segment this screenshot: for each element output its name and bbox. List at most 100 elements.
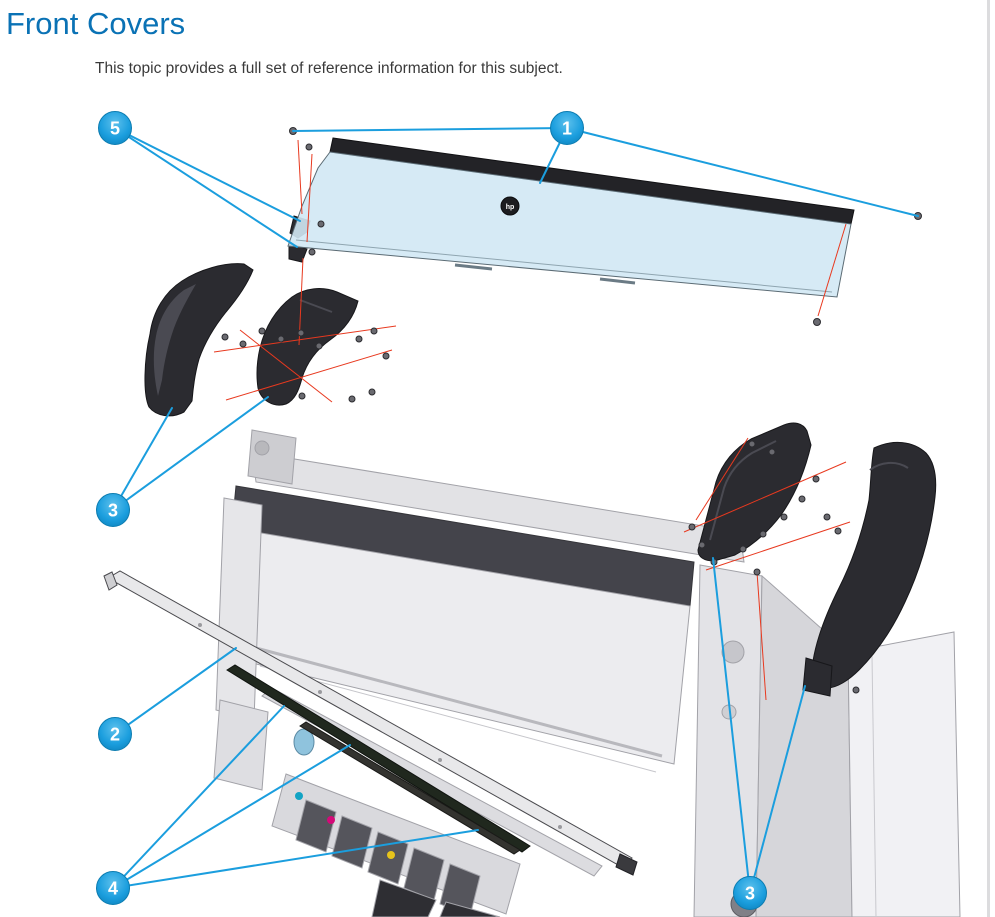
window-notch xyxy=(454,263,493,271)
leader-line xyxy=(112,744,351,889)
callout-2: 2 xyxy=(98,717,132,751)
leader-line xyxy=(114,127,301,222)
callout-circle xyxy=(733,876,767,910)
screw xyxy=(368,388,376,396)
page-title: Front Covers xyxy=(6,6,186,41)
window-glass xyxy=(287,151,852,298)
screw xyxy=(852,686,860,694)
left-cover-inner-edge xyxy=(299,299,333,313)
alignment-line xyxy=(683,461,847,533)
vertical-scrollbar[interactable] xyxy=(987,0,990,917)
callout-3-right: 3 xyxy=(733,876,767,910)
right-cover-plate-facet xyxy=(709,440,777,541)
screw xyxy=(753,568,761,576)
callout-number: 3 xyxy=(745,884,755,904)
hp-logo xyxy=(500,196,520,216)
ink-cartridge xyxy=(295,799,337,853)
screw xyxy=(239,340,247,348)
callout-4: 4 xyxy=(96,871,130,905)
screw xyxy=(688,523,696,531)
leader-line xyxy=(566,127,919,217)
right-cover-tall-highlight xyxy=(869,462,909,471)
trim-strips xyxy=(103,570,638,876)
screw xyxy=(370,327,378,335)
callout-3-left: 3 xyxy=(96,493,130,527)
callout-5: 5 xyxy=(98,111,132,145)
alignment-line xyxy=(705,521,851,571)
left-cover-inner xyxy=(256,288,359,406)
right-cover-foot xyxy=(802,657,833,697)
screw xyxy=(297,329,305,337)
leader-line xyxy=(114,127,298,248)
callout-number: 1 xyxy=(562,119,572,139)
screw xyxy=(382,352,390,360)
printer-bottom-box-2 xyxy=(439,901,501,917)
alignment-line xyxy=(297,139,303,215)
screw xyxy=(221,333,229,341)
ink-dot-magenta xyxy=(327,816,335,824)
screw xyxy=(813,318,821,326)
screw xyxy=(355,335,363,343)
hp-logo-text: hp xyxy=(506,204,515,211)
strip-hole xyxy=(438,758,442,762)
strip-hole xyxy=(558,825,562,829)
window-bottom-edge xyxy=(295,239,833,293)
screw xyxy=(739,545,747,553)
screw xyxy=(798,495,806,503)
leader-line xyxy=(112,829,479,889)
screw xyxy=(305,143,313,151)
callout-circle xyxy=(550,111,584,145)
printer-motor-box xyxy=(247,429,297,485)
screw xyxy=(308,248,316,256)
leader-line xyxy=(292,127,568,132)
printer-right-door xyxy=(847,631,961,917)
front-trim-strip xyxy=(106,570,633,867)
callout-number: 4 xyxy=(108,879,118,899)
printer-front-rail xyxy=(255,646,663,758)
lower-dark-strip xyxy=(226,664,531,853)
ink-dot-cyan xyxy=(295,792,303,800)
left-cover-elbow-highlight xyxy=(153,284,196,396)
printer-roll-hub xyxy=(293,728,315,756)
window-top-cover: hp xyxy=(287,137,855,298)
printer-center-column xyxy=(693,564,763,917)
callout-number: 2 xyxy=(110,725,120,745)
screw xyxy=(348,395,356,403)
alignment-line xyxy=(306,153,313,243)
screw xyxy=(768,448,776,456)
page-subtitle: This topic provides a full set of refere… xyxy=(95,60,563,77)
ink-dot-yellow xyxy=(387,851,395,859)
leader-line xyxy=(112,705,285,889)
leader-line xyxy=(114,647,237,735)
printer-hub xyxy=(721,640,745,664)
printer-bottom-box xyxy=(371,879,437,917)
leader-line xyxy=(712,557,751,894)
leader-line xyxy=(749,685,806,894)
lower-dark-rod xyxy=(299,721,521,855)
alignment-lines xyxy=(213,139,851,701)
front-trim-strip-endcap-right xyxy=(615,853,638,876)
alignment-line xyxy=(213,325,397,353)
window-notch-2 xyxy=(599,277,636,285)
screw xyxy=(834,527,842,535)
printer-front-rail-2 xyxy=(259,665,657,773)
screw xyxy=(298,392,306,400)
callout-circle xyxy=(98,111,132,145)
alignment-line xyxy=(225,349,393,401)
ink-cartridge xyxy=(331,815,373,869)
front-trim-strip-endcap-left xyxy=(103,571,118,591)
printer-motor-pulley xyxy=(254,440,270,456)
callout-number: 3 xyxy=(108,501,118,521)
screw xyxy=(315,342,323,350)
printer-right-door-seam xyxy=(871,655,877,917)
screw xyxy=(812,475,820,483)
screw xyxy=(759,530,767,538)
leader-line xyxy=(112,396,269,511)
callout-circle xyxy=(96,871,130,905)
callout-circle xyxy=(96,493,130,527)
screw xyxy=(748,440,756,448)
screw xyxy=(258,327,266,335)
